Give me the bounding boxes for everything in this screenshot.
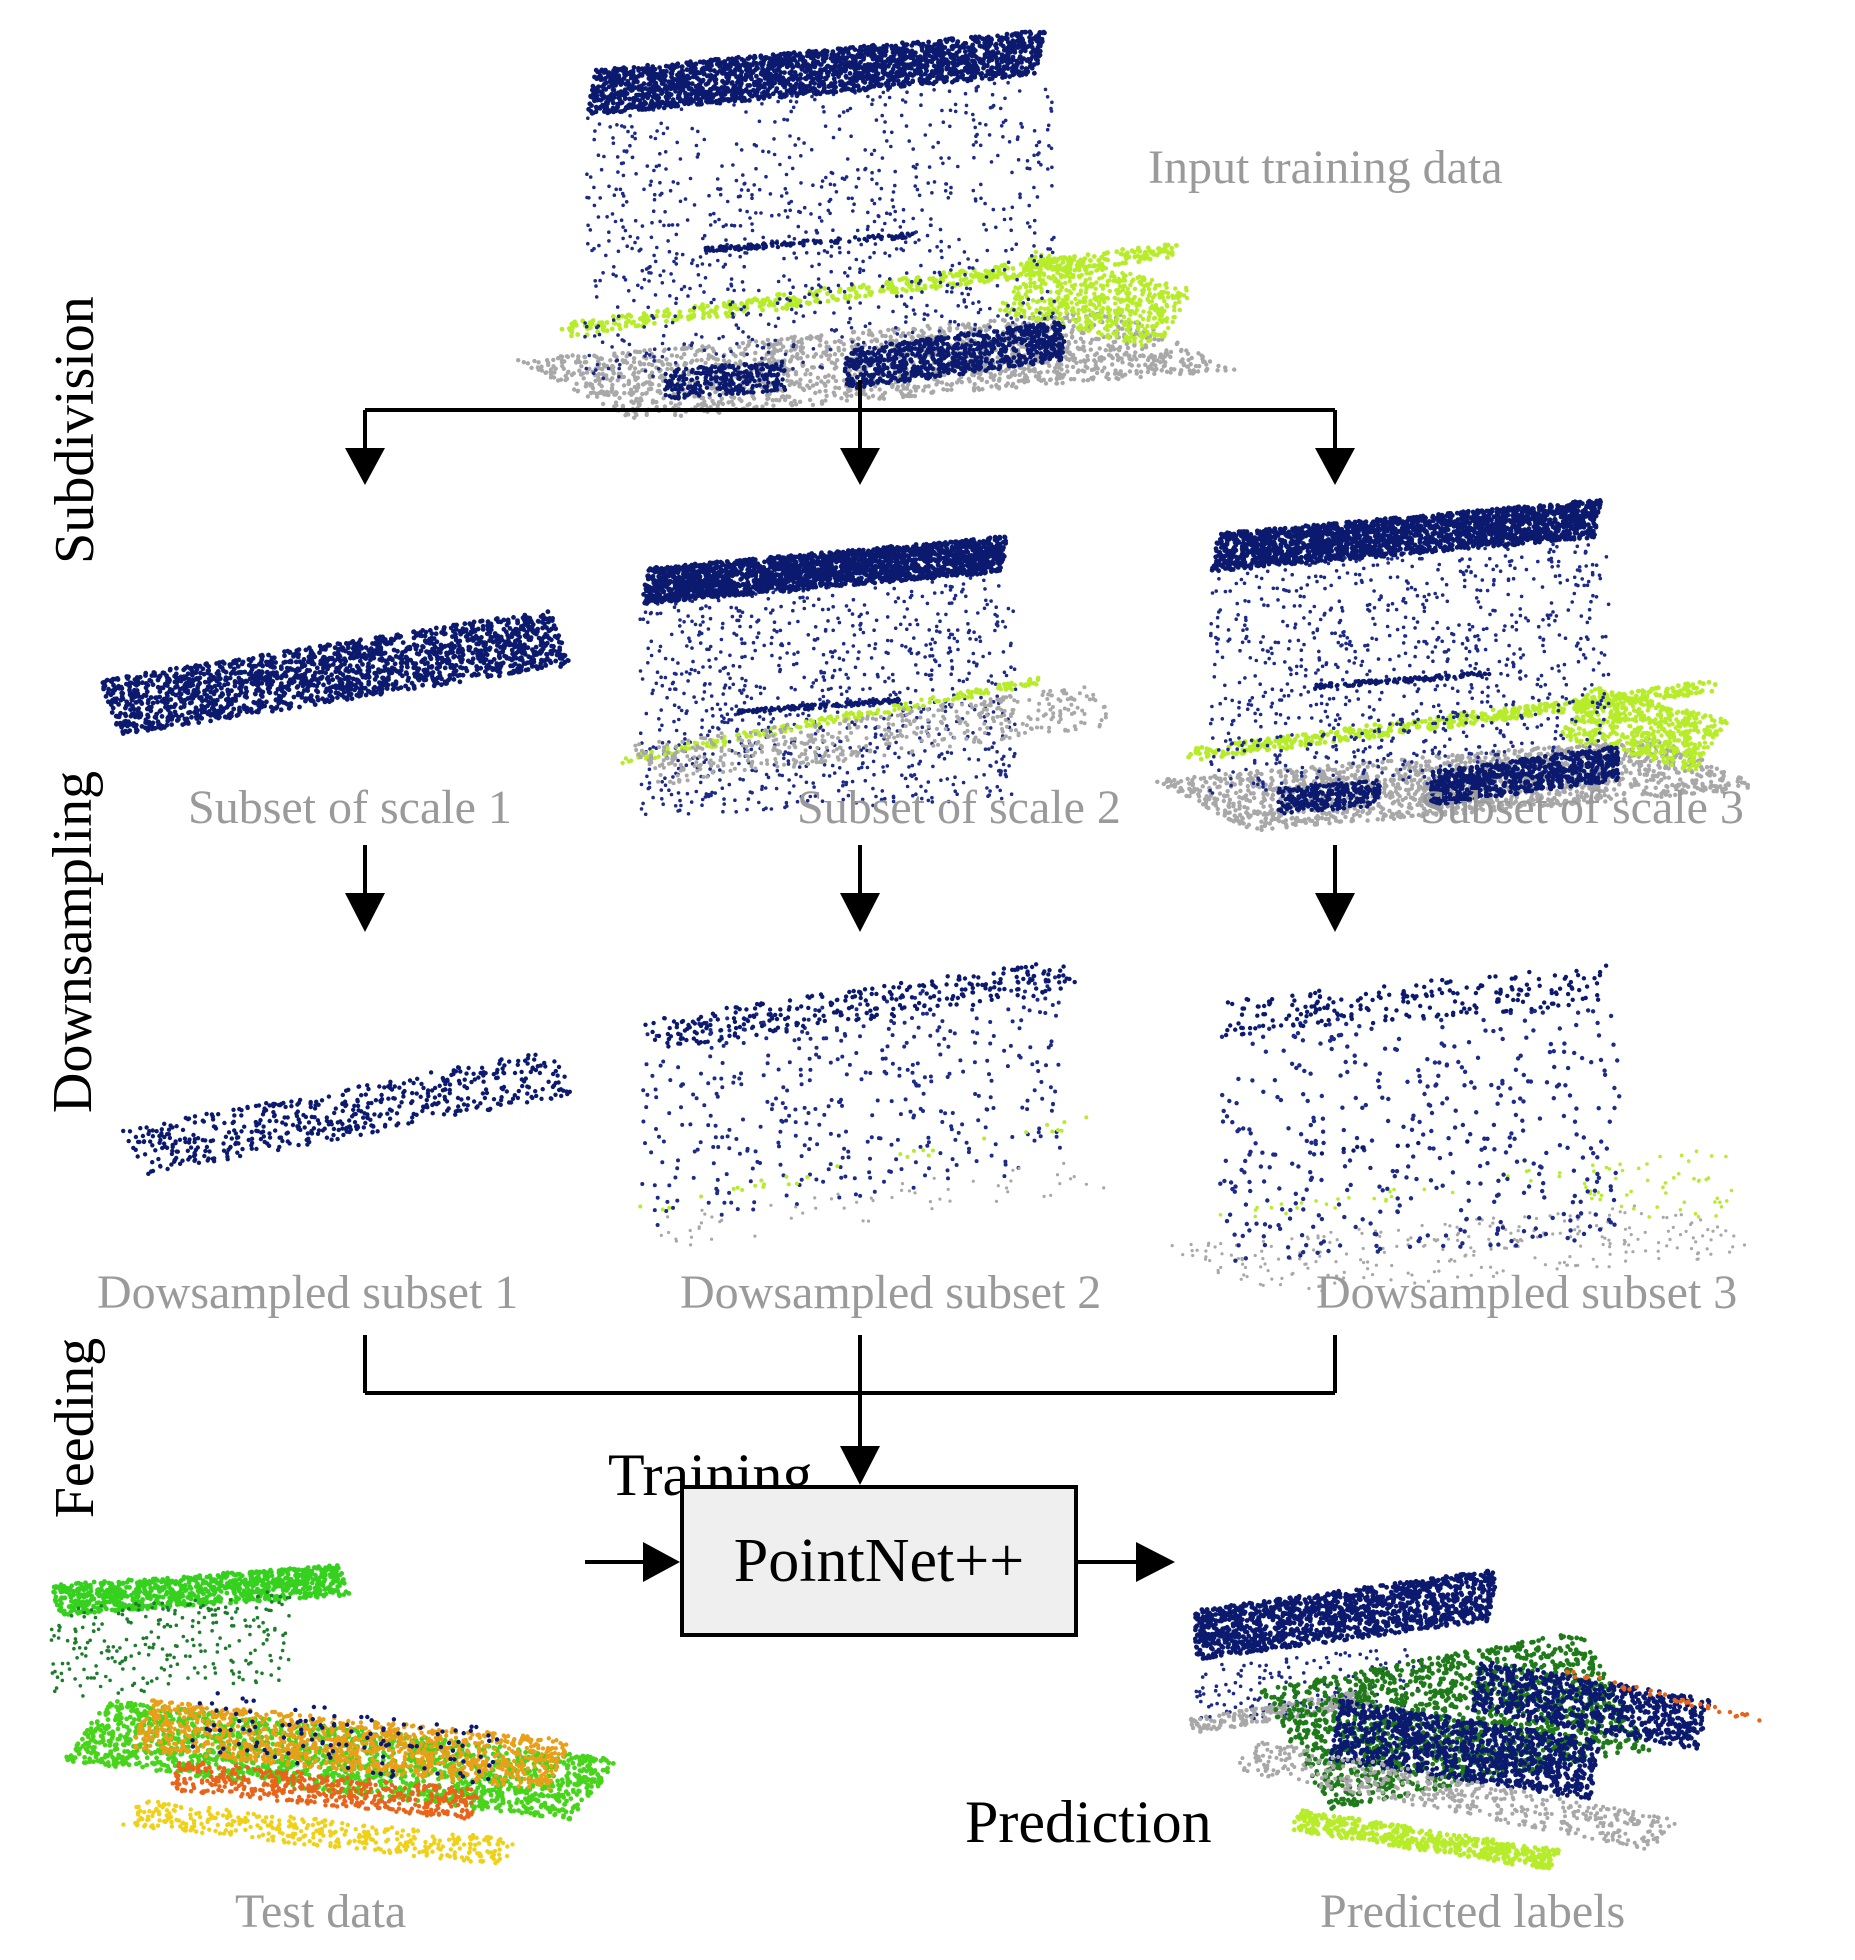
arrow-head-down (345, 448, 385, 485)
point-set (1209, 498, 1604, 574)
input-cloud (516, 29, 1237, 420)
point-set (1291, 1808, 1561, 1871)
subset-2-cloud (638, 534, 1018, 817)
point-set (638, 1115, 1089, 1212)
point-set (1170, 1204, 1747, 1293)
point-set (633, 685, 1108, 786)
point-set (133, 1698, 569, 1791)
point-set (736, 696, 902, 716)
point-set (1223, 963, 1609, 1038)
point-set (121, 1799, 515, 1866)
point-set (1582, 1162, 1734, 1219)
point-set (1319, 1139, 1470, 1156)
arrow-head-down (1315, 448, 1355, 485)
stage-subdivision-label: Subdivision (44, 296, 106, 564)
subset-3-cloud (1155, 498, 1751, 833)
subset-2-veg (620, 675, 1108, 786)
subset-scale-3-label: Subset of scale 3 (1420, 781, 1744, 834)
point-set (170, 1760, 480, 1821)
downsampled-1-cloud (121, 1052, 573, 1176)
stage-downsampling-label: Downsampling (42, 770, 104, 1114)
predicted-labels-cloud (1188, 1568, 1762, 1871)
point-set (1328, 1698, 1601, 1801)
point-set (1238, 1740, 1677, 1851)
point-set (641, 534, 1009, 606)
point-set (1470, 1660, 1712, 1751)
arrow-head-down (840, 1446, 880, 1485)
arrow-head-down (345, 893, 385, 932)
point-set (1564, 1669, 1762, 1723)
pointnet-model-box: PointNet++ (680, 1485, 1078, 1637)
point-set (49, 1590, 292, 1698)
arrow-head-right (1136, 1542, 1175, 1582)
point-set (190, 1691, 500, 1785)
arrow-head-down (840, 893, 880, 932)
point-set (1218, 1149, 1728, 1219)
point-set (583, 80, 1057, 380)
point-set (1428, 745, 1621, 808)
model-name: PointNet++ (733, 1526, 1025, 1595)
arrow-head-down (840, 448, 880, 485)
subset-scale-1-label: Subset of scale 1 (188, 781, 512, 834)
downsampled-subset-3-label: Dowsampled subset 3 (1316, 1266, 1738, 1319)
arrow-head-right (643, 1542, 680, 1582)
predicted-labels-label: Predicted labels (1320, 1885, 1626, 1938)
downsampled-subset-1-label: Dowsampled subset 1 (97, 1266, 519, 1319)
downsampled-2-cloud (638, 962, 1106, 1247)
downsampled-subset-2-label: Dowsampled subset 2 (680, 1266, 1102, 1319)
point-set (620, 675, 1041, 766)
point-set (586, 29, 1047, 116)
flow-connectors (345, 380, 1355, 1582)
test-data-label: Test data (235, 1885, 407, 1938)
point-set (842, 320, 1067, 390)
point-set (643, 962, 1077, 1049)
point-set (1218, 1008, 1622, 1263)
point-set (1276, 778, 1382, 816)
point-set (121, 1052, 573, 1176)
point-set (100, 609, 571, 736)
point-set (1560, 686, 1729, 773)
point-clouds (49, 29, 1762, 1871)
test-data-cloud (49, 1563, 616, 1866)
downsampled-3-cloud (1170, 963, 1747, 1293)
point-set (1313, 670, 1492, 691)
point-set (1192, 1568, 1498, 1661)
stage-feeding-label: Feeding (44, 1337, 106, 1519)
subset-1-cloud (100, 609, 571, 736)
prediction-label: Prediction (965, 1789, 1212, 1855)
point-set (703, 231, 915, 253)
point-set (663, 359, 788, 401)
point-set (998, 249, 1190, 348)
input-training-data-label: Input training data (1148, 141, 1503, 194)
point-set (659, 1161, 1106, 1247)
point-set (640, 975, 1062, 1227)
subset-scale-2-label: Subset of scale 2 (797, 781, 1121, 834)
arrow-head-down (1315, 893, 1355, 932)
